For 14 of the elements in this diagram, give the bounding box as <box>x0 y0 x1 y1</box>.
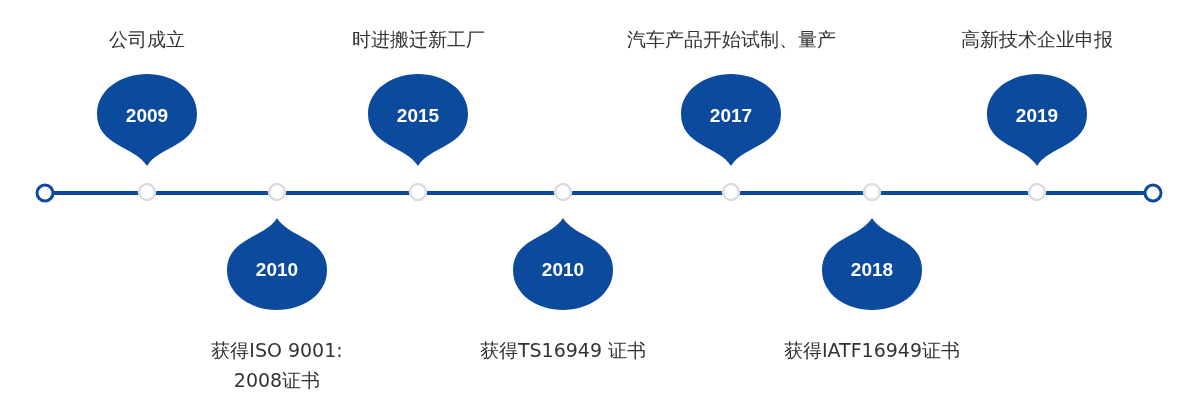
year-drop: 2009 <box>97 74 197 166</box>
year-drop: 2019 <box>987 74 1087 166</box>
year-drop: 2015 <box>368 74 468 166</box>
event-description: 汽车产品开始试制、量产 <box>625 27 837 52</box>
event-description: 时进搬迁新工厂 <box>350 27 486 52</box>
year-drop: 2010 <box>227 218 327 310</box>
event-description: 获得IATF16949证书 <box>782 338 962 363</box>
year-drop: 2017 <box>681 74 781 166</box>
year-drop: 2010 <box>513 218 613 310</box>
event-description: 获得TS16949 证书 <box>478 338 648 363</box>
year-drop: 2018 <box>822 218 922 310</box>
event-description: 公司成立 <box>108 27 186 52</box>
event-description: 获得ISO 9001: 2008证书 <box>210 338 344 393</box>
event-description: 高新技术企业申报 <box>960 27 1114 52</box>
